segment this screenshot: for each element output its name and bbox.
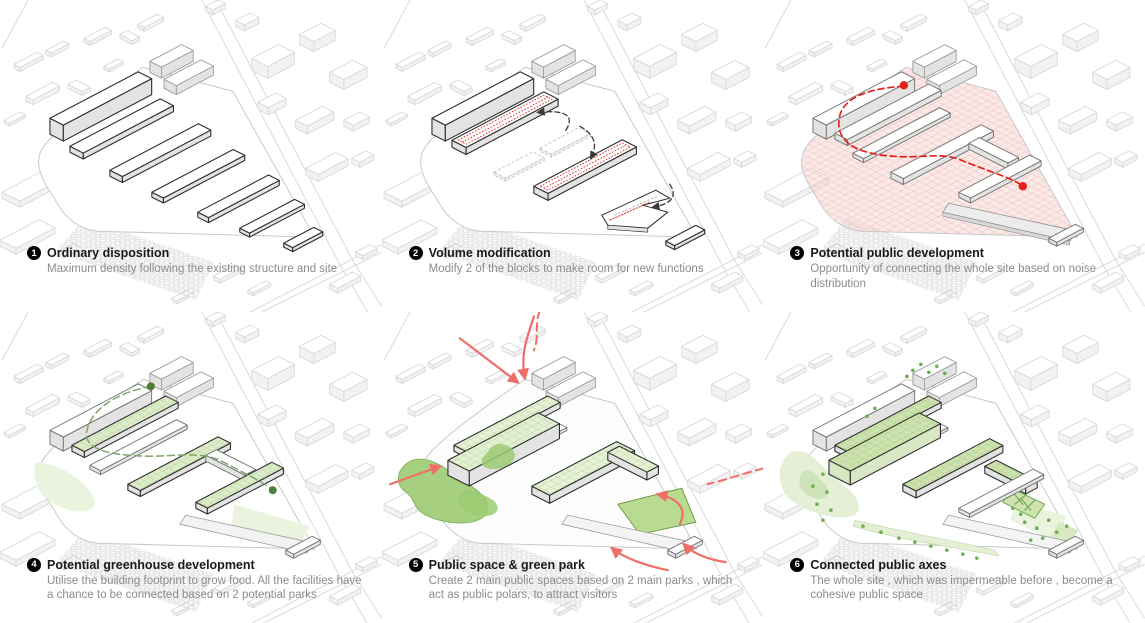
step-title: Volume modification (428, 246, 551, 260)
step-title: Ordinary disposition (47, 246, 170, 260)
step-number-badge: 3 (790, 246, 805, 260)
step-title: Potential public development (810, 246, 984, 260)
step-number-badge: 6 (790, 557, 805, 572)
caption-3: 3 Potential public development Opportuni… (790, 246, 1126, 292)
step-description: Modify 2 of the blocks to make room for … (428, 263, 704, 275)
panel-connected-public-axes: 6 Connected public axes The whole site ,… (763, 311, 1145, 623)
panel-potential-public-development: 3 Potential public development Opportuni… (763, 0, 1145, 312)
step-description: Utilise the building footprint to grow f… (47, 574, 362, 602)
caption-4: 4 Potential greenhouse development Utili… (27, 557, 363, 604)
step-description: Opportunity of connecting the whole site… (810, 263, 1097, 290)
step-description: The whole site , which was impermeable b… (810, 574, 1113, 602)
step-title: Potential greenhouse development (47, 557, 255, 572)
step-number-badge: 2 (408, 246, 423, 260)
step-description: Create 2 main public spaces based on 2 m… (428, 574, 733, 602)
caption-6: 6 Connected public axes The whole site ,… (790, 557, 1126, 604)
panel-public-space-green-park: 5 Public space & green park Create 2 mai… (381, 311, 764, 623)
panel-potential-greenhouse-development: 4 Potential greenhouse development Utili… (0, 311, 382, 623)
step-title: Public space & green park (428, 557, 585, 572)
caption-2: 2 Volume modification Modify 2 of the bl… (408, 246, 745, 277)
caption-5: 5 Public space & green park Create 2 mai… (408, 557, 745, 604)
panel-ordinary-disposition: 1 Ordinary disposition Maximum density f… (0, 0, 382, 312)
panel-volume-modification: 2 Volume modification Modify 2 of the bl… (381, 0, 764, 312)
step-number-badge: 4 (27, 557, 41, 572)
caption-1: 1 Ordinary disposition Maximum density f… (27, 246, 363, 277)
step-number-badge: 1 (27, 246, 41, 260)
step-number-badge: 5 (408, 557, 423, 572)
step-description: Maximum density following the existing s… (47, 263, 338, 275)
step-title: Connected public axes (810, 557, 947, 572)
